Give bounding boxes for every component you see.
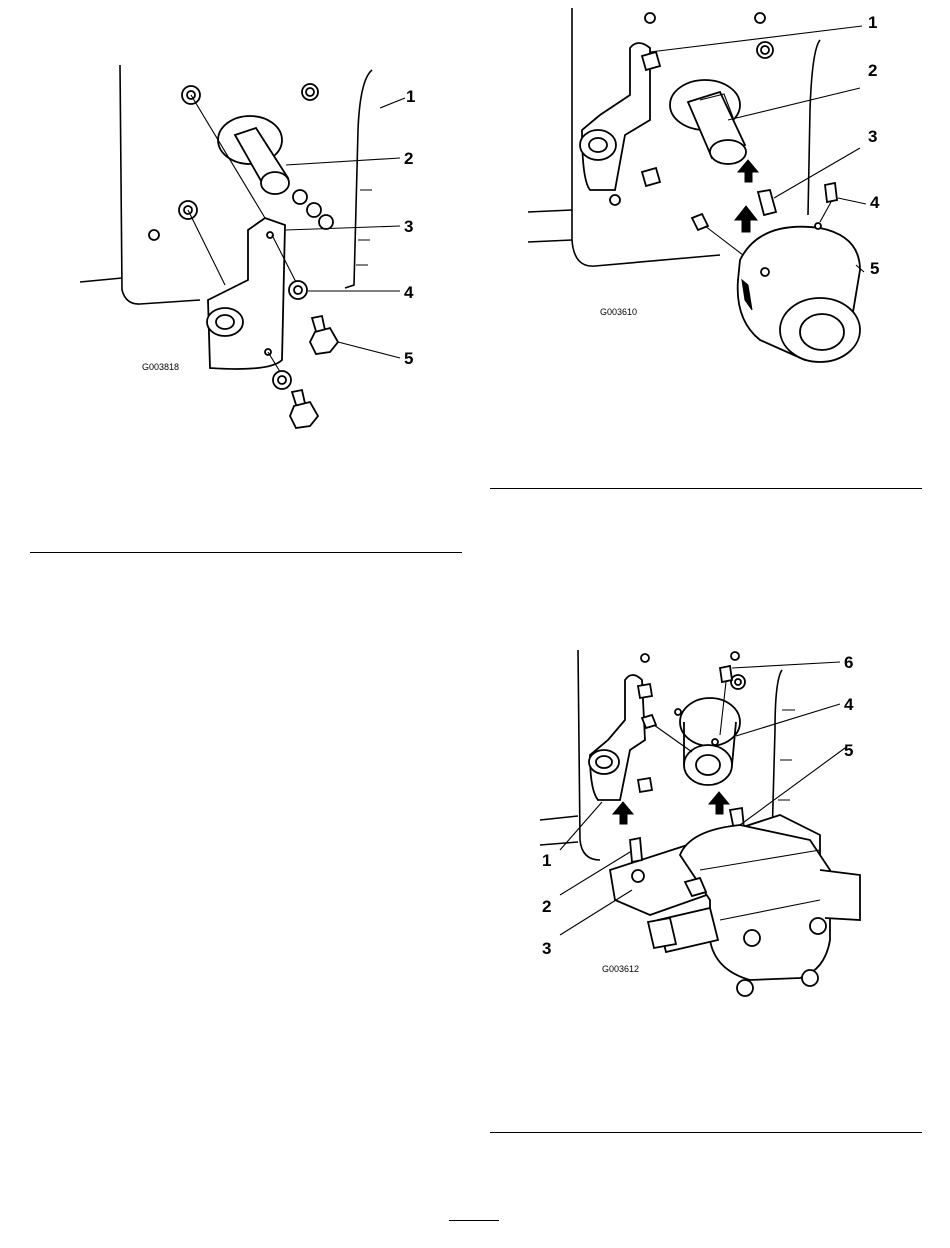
figure-gearbox-install-drawing: 6 4 5 1 2 3 G003612 [520,640,920,1010]
figure-bracket-mount-drawing: 1 2 3 4 5 G003818 [60,50,460,440]
callout-3: 3 [868,127,877,146]
callout-3: 3 [542,939,551,958]
callout-1: 1 [542,851,551,870]
figure-code: G003612 [602,964,639,974]
figure-divider-right-bottom [490,1132,922,1133]
figure-divider-left [30,552,462,553]
figure-divider-right-top [490,488,922,489]
callout-4: 4 [404,283,414,302]
figure-bracket-mount: 1 2 3 4 5 G003818 [60,50,460,440]
callout-2: 2 [404,149,413,168]
figure-gearbox-install: 6 4 5 1 2 3 G003612 [520,640,920,1010]
callout-4: 4 [870,193,880,212]
figure-code: G003818 [142,362,179,372]
figure-code: G003610 [600,307,637,317]
callout-5: 5 [844,741,853,760]
callout-1: 1 [868,13,877,32]
callout-2: 2 [542,897,551,916]
callout-2: 2 [868,61,877,80]
callout-5: 5 [870,259,879,278]
page-number-rule [449,1220,499,1221]
figure-shaft-coupling: 1 2 3 4 5 G003610 [520,0,920,380]
callout-6: 6 [844,653,853,672]
callout-3: 3 [404,217,413,236]
figure-shaft-coupling-drawing: 1 2 3 4 5 G003610 [520,0,920,380]
callout-4: 4 [844,695,854,714]
callout-1: 1 [406,87,415,106]
callout-5: 5 [404,349,413,368]
